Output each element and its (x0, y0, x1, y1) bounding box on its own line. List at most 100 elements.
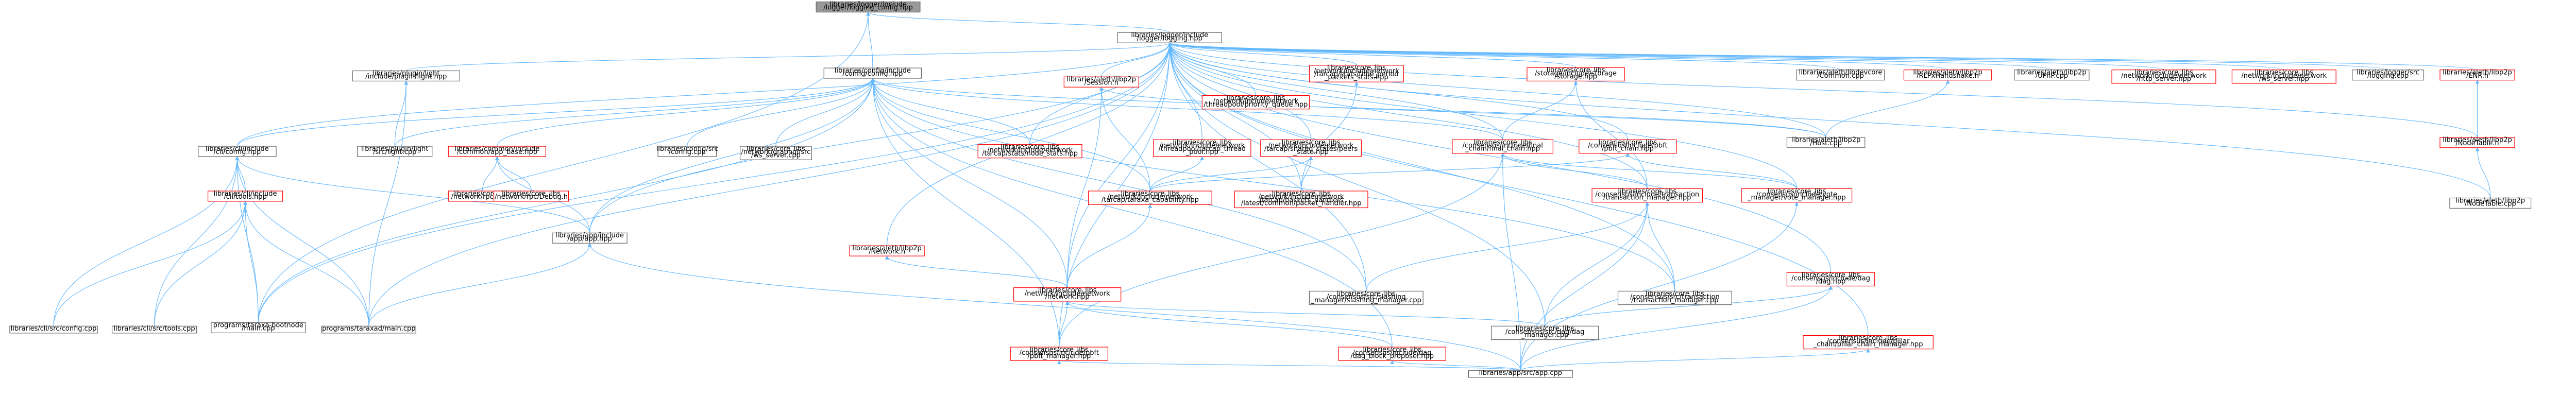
node-label-dag_hpp-line-2: /dag.hpp (1816, 278, 1846, 286)
node-label-aleth_common-line-1: /Common.cpp (1817, 72, 1864, 80)
node-cli_src_config[interactable]: libraries/cli/src/config.cpp (9, 325, 98, 334)
node-aleth_network[interactable]: libraries/aleth/libp2p/Network.h (849, 245, 925, 256)
edge-storage-transaction_manager (1573, 80, 1648, 189)
node-label-dag_manager_cpp-line-1: /consensus/src/dag/dag (1505, 328, 1585, 336)
node-aleth_session[interactable]: libraries/aleth/libp2p/Session.h (1063, 76, 1139, 88)
node-host_cpp[interactable]: libraries/aleth/libp2p/Host.cpp (1786, 136, 1866, 148)
node-label-tarcap_node_stats-line-1: /network/include/network (987, 147, 1073, 154)
node-label-root-line-0: libraries/logger/include (829, 1, 907, 8)
node-app_cpp[interactable]: libraries/app/src/app.cpp (1468, 369, 1573, 378)
edge-transaction_manager-dag_manager_cpp (1545, 201, 1650, 326)
node-box-prio_queue (1201, 95, 1310, 110)
node-box-tx_manager_cpp (1617, 290, 1732, 305)
node-label-ws_server-line-1: /network/include/network (2241, 72, 2327, 80)
edge-taraxa_capability-network_hpp (1067, 204, 1153, 288)
node-cli_tools[interactable]: libraries/cli/include/cli/tools.hpp (208, 190, 283, 202)
node-graphql_ws[interactable]: libraries/core_libs/network/graphql/src/… (739, 145, 812, 160)
edge-pbft_chain-taraxa_capability (1149, 152, 1630, 192)
node-transaction_manager[interactable]: libraries/core_libs/consensus/include/tr… (1591, 187, 1703, 203)
node-net_rpc_debug[interactable]: libraries/core_libs/network/rpc/Debug.h (493, 190, 569, 202)
node-plugin_light[interactable]: libraries/plugin/light/include/plugin/li… (352, 70, 460, 82)
edge-aleth_session-taraxa_capability (1099, 87, 1150, 191)
edge-shared_states_peers-packet_handler (1301, 156, 1313, 191)
edge-config-common_app_base (497, 78, 875, 147)
node-label-cli_src_config-line-0: libraries/cli/src/config.cpp (11, 325, 97, 333)
node-pillar_chain[interactable]: libraries/core_libs/consensus/include/pi… (1803, 334, 1934, 350)
node-enr[interactable]: libraries/aleth/libp2p/ENR.h (2439, 69, 2515, 81)
node-label-bootnode-line-1: /main.cpp (242, 325, 275, 333)
node-label-node_table_cpp-line-1: /NodeTable.cpp (2465, 200, 2516, 208)
node-taraxad_main[interactable]: programs/taraxad/main.cpp (321, 325, 416, 334)
node-label-node_table_h-line-0: libraries/aleth/libp2p (2443, 136, 2512, 144)
node-label-packet_handler-line-3: /latest/common/packet_handler.hpp (1241, 200, 1362, 208)
edge-transaction_manager-tx_manager_cpp (1645, 201, 1675, 291)
node-logging[interactable]: libraries/logger/include/logger/logging.… (1117, 31, 1222, 43)
edge-rlpx_handshake-host_cpp (1825, 79, 1950, 137)
edge-app_hpp-app_cpp (587, 243, 1521, 371)
node-cfg_src_config[interactable]: libraries/config/src/config.cpp (656, 145, 718, 157)
node-label-app_cpp-line-0: libraries/app/src/app.cpp (1479, 369, 1562, 377)
node-prio_queue[interactable]: libraries/core_libs/network/include/netw… (1201, 94, 1310, 110)
edge-network_hpp-dag_manager_cpp (1065, 301, 1546, 326)
node-node_table_h[interactable]: libraries/aleth/libp2p/NodeTable.h (2439, 136, 2515, 148)
node-aleth_common[interactable]: libraries/aleth/libdevcore/Common.cpp (1796, 69, 1885, 81)
node-box-cfg_src_config (657, 146, 717, 157)
node-final_chain[interactable]: libraries/core_libs/consensus/include/fi… (1452, 139, 1553, 154)
node-dag_block_proposer[interactable]: libraries/core_libs/consensus/include/da… (1338, 346, 1446, 361)
node-bootnode[interactable]: programs/taraxa-bootnode/main.cpp (211, 321, 306, 334)
edge-root-config (866, 11, 873, 68)
node-label-net_rpc_debug-line-1: /network/rpc/Debug.h (495, 193, 568, 201)
node-tarcap_thread_pool[interactable]: libraries/core_libs/network/include/netw… (1153, 139, 1251, 157)
node-label-transaction_manager-line-0: libraries/core_libs (1618, 187, 1676, 195)
node-http_server[interactable]: libraries/core_libs/network/include/netw… (2111, 69, 2216, 84)
node-label-cli_tools-line-0: libraries/cli/include (214, 190, 277, 198)
node-time_period_stats[interactable]: libraries/core_libs/network/include/netw… (1309, 64, 1404, 82)
node-box-rlpx_handshake (1903, 70, 1992, 81)
node-upnp[interactable]: libraries/aleth/libp2p/UPnP.cpp (2014, 69, 2090, 81)
node-logger_logging_cpp[interactable]: libraries/logger/src/logging.cpp (2352, 69, 2425, 81)
node-root[interactable]: libraries/logger/include/logger/logging_… (816, 1, 921, 13)
node-tarcap_node_stats[interactable]: libraries/core_libs/network/include/netw… (977, 143, 1082, 159)
edge-cli_tools-cli_src_config (53, 201, 247, 326)
node-dag_hpp[interactable]: libraries/core_libs/consensus/include/da… (1786, 271, 1875, 287)
node-shared_states_peers[interactable]: libraries/core_libs/network/include/netw… (1260, 139, 1362, 157)
node-network_hpp[interactable]: libraries/core_libs/network/include/netw… (1013, 287, 1122, 302)
node-node_table_cpp[interactable]: libraries/aleth/libp2p/NodeTable.cpp (2449, 197, 2532, 209)
node-box-aleth_common (1796, 70, 1885, 81)
node-cli_src_tools[interactable]: libraries/cli/src/tools.cpp (111, 325, 197, 334)
node-common_app_base[interactable]: libraries/common/include/common/app_base… (448, 145, 547, 157)
node-label-http_server-line-1: /network/include/network (2121, 72, 2207, 80)
node-packet_handler[interactable]: libraries/core_libs/network/include/netw… (1234, 190, 1368, 209)
node-plugin_light_cpp[interactable]: libraries/plugin/light/src/light.cpp (357, 145, 433, 157)
node-label-upnp-line-1: /UPnP.cpp (2036, 72, 2068, 80)
node-cli_config[interactable]: libraries/cli/include/cli/config.hpp (198, 145, 277, 157)
node-label-host_cpp-line-1: /Host.cpp (1810, 140, 1842, 147)
node-box-caching_manager (1309, 290, 1423, 305)
node-config[interactable]: libraries/config/include/config/config.h… (823, 67, 922, 79)
node-taraxa_capability[interactable]: libraries/core_libs/network/include/netw… (1088, 190, 1212, 205)
node-app_hpp[interactable]: libraries/app/include/app/app.hpp (552, 232, 628, 244)
node-dag_manager_cpp[interactable]: libraries/core_libs/consensus/src/dag/da… (1490, 325, 1599, 340)
node-label-pillar_chain-line-0: libraries/core_libs (1839, 334, 1897, 342)
node-vote_manager[interactable]: libraries/core_libs/consensus/include/vo… (1741, 187, 1853, 203)
node-caching_manager[interactable]: libraries/core_libs/consensus/src/slashi… (1309, 290, 1423, 305)
node-box-graphql_ws (739, 146, 812, 160)
node-label-graphql_ws-line-0: libraries/core_libs (747, 145, 805, 153)
edge-logging-host_cpp (1167, 42, 1826, 137)
node-ws_server[interactable]: libraries/core_libs/network/include/netw… (2231, 69, 2336, 84)
edge-logging-dag_hpp (1167, 42, 1832, 273)
node-pbft_chain[interactable]: libraries/core_libs/consensus/include/pb… (1579, 139, 1677, 154)
node-label-taraxad_main-line-0: programs/taraxad/main.cpp (322, 325, 416, 333)
node-box-net_rpc_debug (493, 191, 569, 202)
node-label-cli_tools-line-1: /cli/tools.hpp (224, 193, 266, 201)
node-rlpx_handshake[interactable]: libraries/aleth/libp2p/RLPxHandshake.h (1903, 69, 1992, 81)
node-tx_manager_cpp[interactable]: libraries/core_libs/consensus/src/transa… (1617, 290, 1732, 305)
edge-logging-transaction_manager (1167, 42, 1648, 189)
node-pbft_manager[interactable]: libraries/core_libs/consensus/include/pb… (1010, 346, 1109, 361)
node-label-dag_block_proposer-line-0: libraries/core_libs (1363, 346, 1421, 354)
node-storage[interactable]: libraries/core_libs/storage/include/stor… (1527, 66, 1625, 82)
node-box-common_app_base (448, 146, 547, 157)
edge-logging-node_table_cpp (1167, 42, 2491, 198)
node-label-pbft_chain-line-0: libraries/core_libs (1599, 139, 1657, 146)
